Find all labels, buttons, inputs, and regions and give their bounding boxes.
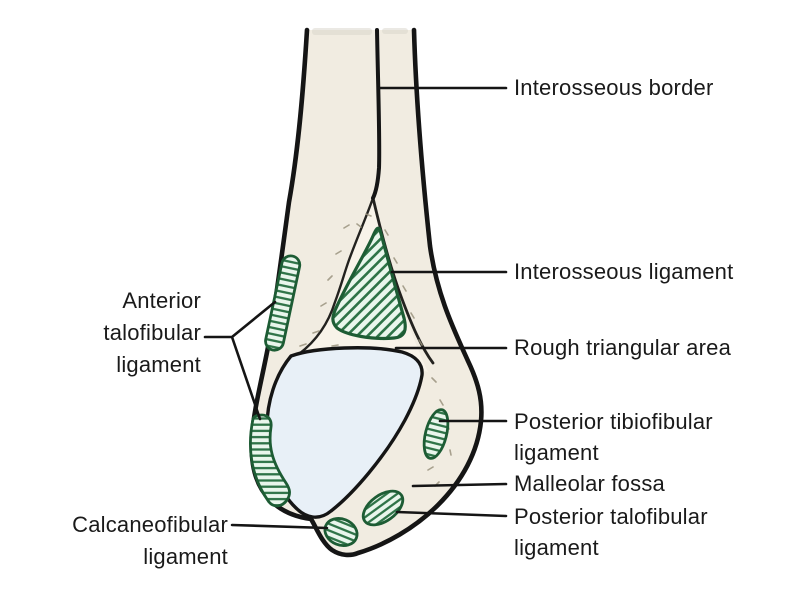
- label-line: Posterior talofibular: [514, 504, 708, 529]
- label-line: Calcaneofibular: [72, 512, 228, 537]
- label-line: talofibular: [103, 320, 201, 345]
- calcaneofibular-attachment: [323, 517, 359, 547]
- posterior-talofibular-attachment: [361, 489, 405, 527]
- rough-area-left-border: [297, 196, 375, 356]
- label-rough-triangular-area: Rough triangular area: [514, 335, 732, 360]
- label-posterior-talofibular-ligament: Posterior talofibular ligament: [514, 501, 708, 563]
- anterior-talofibular-attachment-lower: [249, 413, 291, 508]
- leader-calcaneofibular: [230, 523, 329, 530]
- leader-malleolar-fossa: [411, 482, 508, 488]
- label-line: ligament: [143, 544, 228, 569]
- label-interosseous-border: Interosseous border: [514, 75, 714, 100]
- leader-anterior-talofibular: [203, 300, 277, 421]
- label-malleolar-fossa: Malleolar fossa: [514, 471, 665, 496]
- interosseous-ligament-attachment: [331, 226, 407, 341]
- interosseous-border-line: [371, 28, 382, 200]
- label-interosseous-ligament: Interosseous ligament: [514, 259, 734, 284]
- anterior-talofibular-attachment-upper: [264, 254, 302, 352]
- label-line: Posterior tibiofibular: [514, 409, 713, 434]
- leader-lines: [203, 86, 508, 530]
- leader-posterior-talofibular: [395, 510, 508, 518]
- label-line: ligament: [514, 440, 599, 465]
- label-anterior-talofibular-ligament: Anterior talofibular ligament: [18, 285, 201, 381]
- label-line: ligament: [116, 352, 201, 377]
- label-line: ligament: [514, 535, 599, 560]
- label-posterior-tibiofibular-ligament: Posterior tibiofibular ligament: [514, 406, 713, 468]
- bone-cut-smudge: [312, 28, 372, 35]
- label-line: Anterior: [122, 288, 201, 313]
- bone-cut-smudge-right: [382, 28, 408, 34]
- label-calcaneofibular-ligament: Calcaneofibular ligament: [20, 509, 228, 573]
